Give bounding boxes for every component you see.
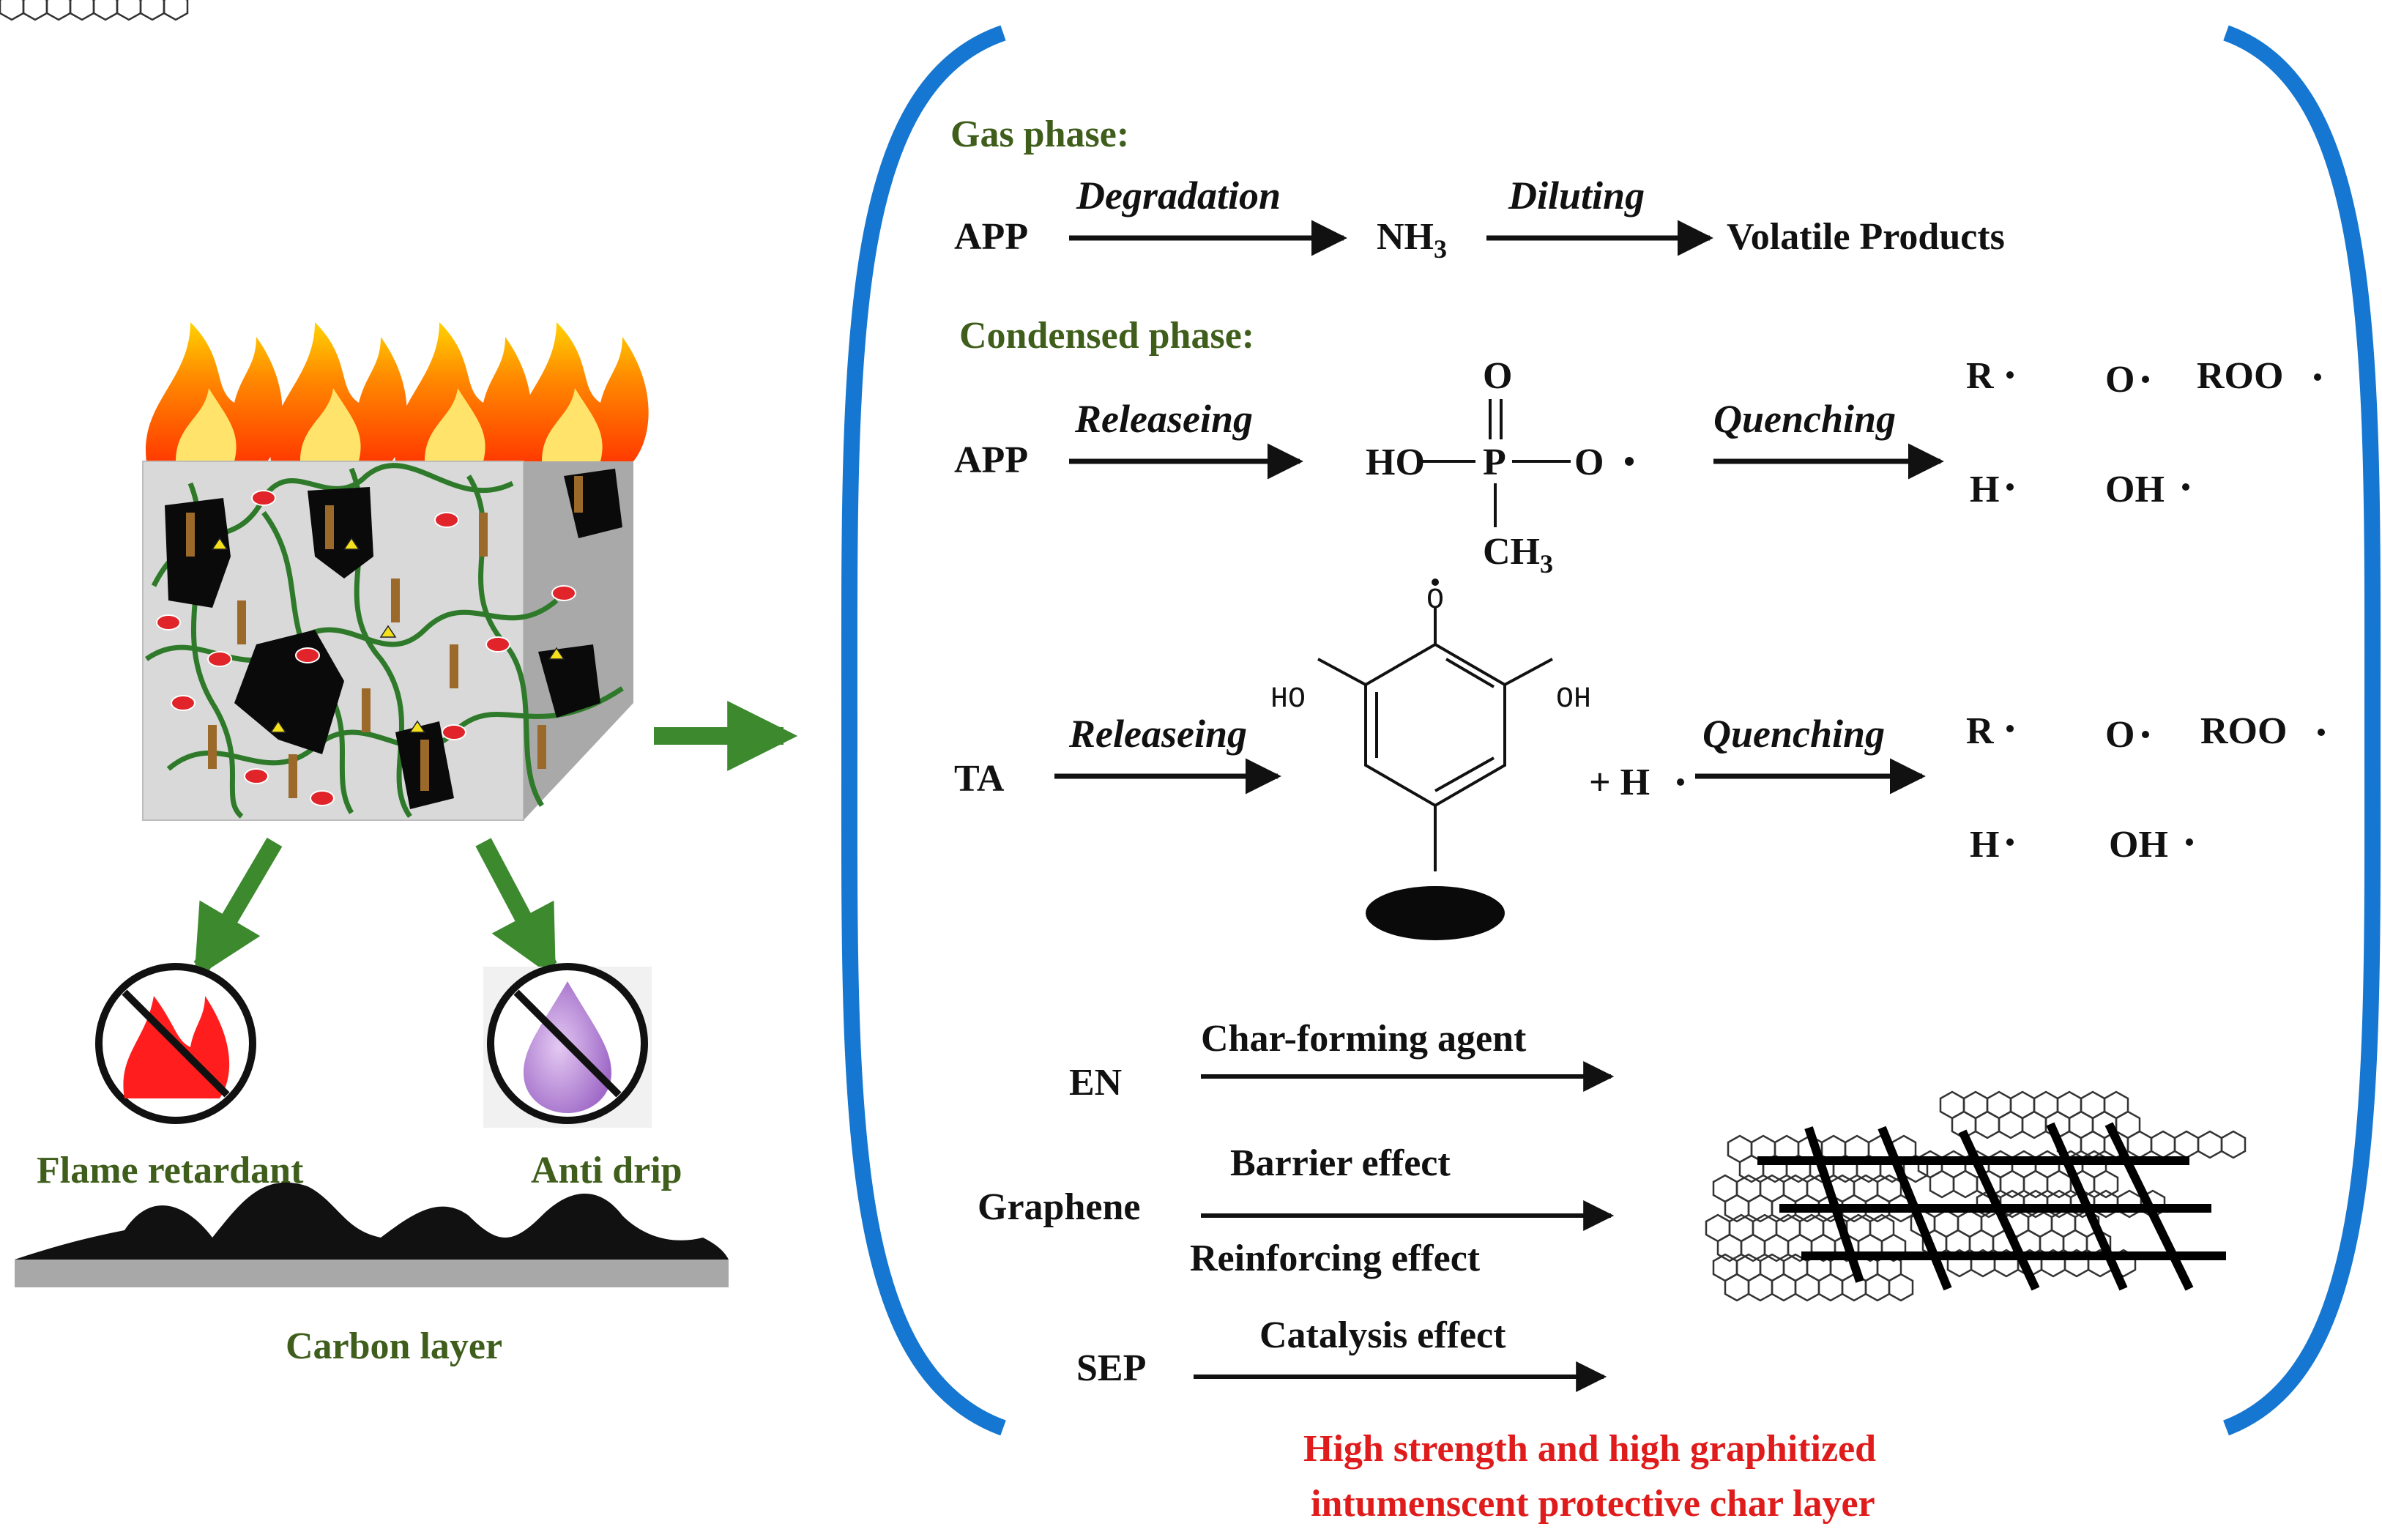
releasing-label-2: Releaseing (1068, 712, 1247, 756)
green-arrow-down-right (475, 838, 557, 979)
green-arrow-down-left (193, 837, 283, 979)
no-drip-icon (483, 963, 652, 1128)
conclusion-line-1: High strength and high graphitized (1303, 1428, 1876, 1470)
releasing-label-1: Releaseing (1074, 397, 1253, 441)
radical-oh: OH (2105, 469, 2165, 510)
gas-app: APP (954, 216, 1028, 258)
radical2-h: H (1970, 824, 1999, 866)
right-bracket (2223, 25, 2381, 1436)
diluting-label: Diluting (1508, 174, 1645, 217)
additive-markers (211, 537, 565, 733)
graphene-network-graphic (0, 0, 2247, 1302)
phenoxy-structure (1317, 579, 1553, 940)
degradation-label: Degradation (1076, 174, 1281, 217)
composite-cube (142, 322, 649, 821)
nh3-label: NH3 (1377, 216, 1447, 264)
conclusion-line-2: intumenscent protective char layer (1311, 1483, 1875, 1525)
cube-side-face (524, 461, 633, 820)
crosslink-nodes (156, 490, 576, 806)
phenoxy-oh: OH (1556, 683, 1591, 716)
barrier-effect-label: Barrier effect (1230, 1142, 1451, 1184)
phenoxy-o: O (1426, 584, 1444, 617)
radical2-oh: OH (2109, 824, 2168, 866)
p-double-o: O (1483, 355, 1512, 397)
p-ch3: CH3 (1483, 531, 1553, 579)
ta-label: TA (954, 758, 1005, 800)
carbon-layer-graphic (15, 1182, 729, 1287)
flame-icons (146, 322, 649, 461)
radical-o: O (2105, 359, 2135, 401)
radical2-roo: ROO (2200, 710, 2287, 752)
radical2-r: R (1966, 710, 1995, 752)
p-center: P (1483, 442, 1506, 483)
reinforcing-effect-label: Reinforcing effect (1190, 1238, 1481, 1279)
char-forming-agent-label: Char-forming agent (1201, 1018, 1527, 1060)
quenching-label-1: Quenching (1713, 397, 1896, 441)
quenching-label-2: Quenching (1702, 712, 1885, 756)
flame-retardant-label: Flame retardant (37, 1150, 304, 1191)
condensed-phase-heading: Condensed phase: (959, 315, 1254, 357)
radical-roo: ROO (2197, 355, 2283, 397)
gas-phase-heading: Gas phase: (950, 114, 1129, 155)
plus-h: + H (1589, 762, 1650, 803)
en-label: EN (1069, 1062, 1122, 1104)
sep-label: SEP (1076, 1347, 1146, 1389)
radicals-group-2: R O ROO H OH (1966, 710, 2325, 866)
condensed-app: APP (954, 439, 1028, 481)
char-pieces (165, 469, 622, 809)
phosphonate-structure: O HO P O CH3 (1366, 355, 1634, 579)
carbon-layer-label: Carbon layer (286, 1325, 502, 1367)
no-flame-icon (95, 963, 256, 1124)
p-o-radical: O (1574, 442, 1604, 483)
p-ho: HO (1366, 442, 1425, 483)
catalysis-effect-label: Catalysis effect (1259, 1314, 1506, 1356)
graphene-label: Graphene (978, 1186, 1140, 1228)
anti-drip-label: Anti drip (531, 1150, 682, 1191)
volatile-products: Volatile Products (1727, 216, 2005, 258)
radical2-o: O (2105, 714, 2135, 756)
phenoxy-ho: HO (1270, 683, 1306, 716)
radical-h: H (1970, 469, 1999, 510)
radicals-group-1: R O ROO H OH (1966, 355, 2321, 510)
left-bracket (841, 25, 1006, 1436)
filler-rods (186, 476, 583, 798)
radical-r: R (1966, 355, 1995, 397)
